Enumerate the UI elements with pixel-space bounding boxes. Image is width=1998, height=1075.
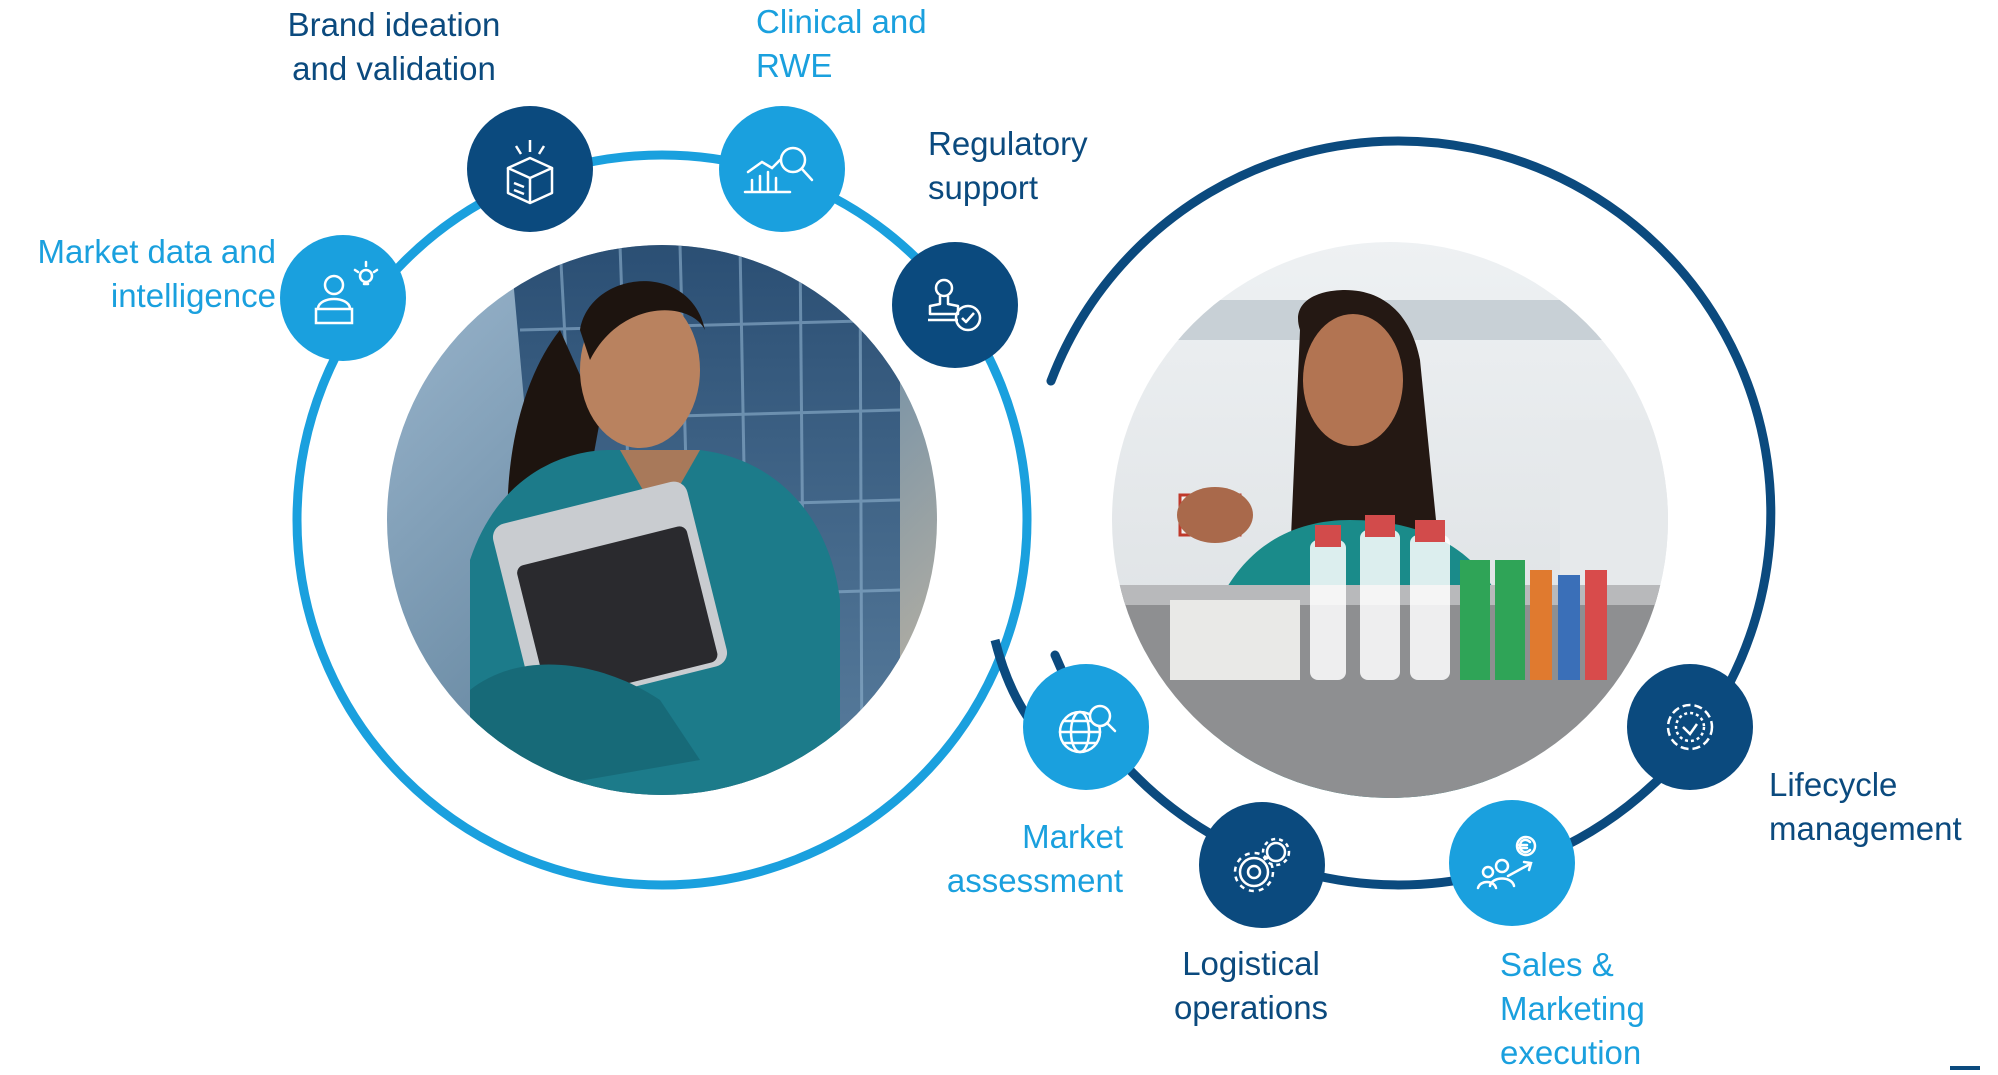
- people-euro-icon: [1476, 835, 1537, 890]
- lifecycle-node[interactable]: [1627, 664, 1753, 790]
- chart-magnifier-icon: [743, 146, 814, 194]
- sales-marketing-node[interactable]: [1449, 800, 1575, 926]
- label-line: Logistical: [1182, 945, 1320, 982]
- label-line: support: [928, 169, 1039, 206]
- label-line: Clinical and: [756, 3, 927, 40]
- sales-marketing-label: Sales & Marketing execution: [1500, 943, 1645, 1075]
- logistical-node[interactable]: [1199, 802, 1325, 928]
- lifecycle-label: Lifecycle management: [1769, 763, 1962, 851]
- label-line: assessment: [946, 862, 1123, 899]
- label-line: Regulatory: [928, 125, 1088, 162]
- market-data-node[interactable]: [280, 235, 406, 361]
- label-line: Brand ideation: [287, 6, 501, 43]
- label-line: management: [1769, 810, 1962, 847]
- label-line: execution: [1500, 1034, 1642, 1071]
- market-assessment-node[interactable]: [1023, 664, 1149, 790]
- corner-mark: [1950, 1066, 1980, 1070]
- label-line: Market data and: [37, 233, 276, 270]
- label-line: RWE: [756, 47, 833, 84]
- cycle-gear-icon: [1666, 703, 1714, 751]
- businesswoman-photo: [387, 245, 937, 795]
- clinical-rwe-label: Clinical and RWE: [756, 0, 927, 88]
- pharmacist-photo: [1112, 242, 1668, 798]
- label-line: Market: [1022, 818, 1123, 855]
- person-idea-icon: [314, 260, 379, 325]
- brand-ideation-node[interactable]: [467, 106, 593, 232]
- market-data-label: Market data and intelligence: [0, 230, 276, 318]
- clinical-rwe-node[interactable]: [719, 106, 845, 232]
- label-line: and validation: [292, 50, 496, 87]
- label-line: Sales &: [1500, 946, 1614, 983]
- label-line: operations: [1173, 989, 1329, 1026]
- globe-magnifier-icon: [1058, 704, 1117, 754]
- gears-icon: [1233, 837, 1291, 893]
- label-line: Marketing: [1500, 990, 1645, 1027]
- regulatory-label: Regulatory support: [928, 122, 1088, 210]
- label-line: Lifecycle: [1769, 766, 1898, 803]
- label-line: intelligence: [110, 277, 276, 314]
- logistical-label: Logistical operations: [1158, 942, 1344, 1030]
- stamp-check-icon: [928, 278, 982, 332]
- open-box-icon: [506, 140, 554, 205]
- left-ring: [292, 150, 1032, 890]
- market-assessment-label: Market assessment: [880, 815, 1123, 903]
- brand-ideation-label: Brand ideation and validation: [274, 3, 514, 91]
